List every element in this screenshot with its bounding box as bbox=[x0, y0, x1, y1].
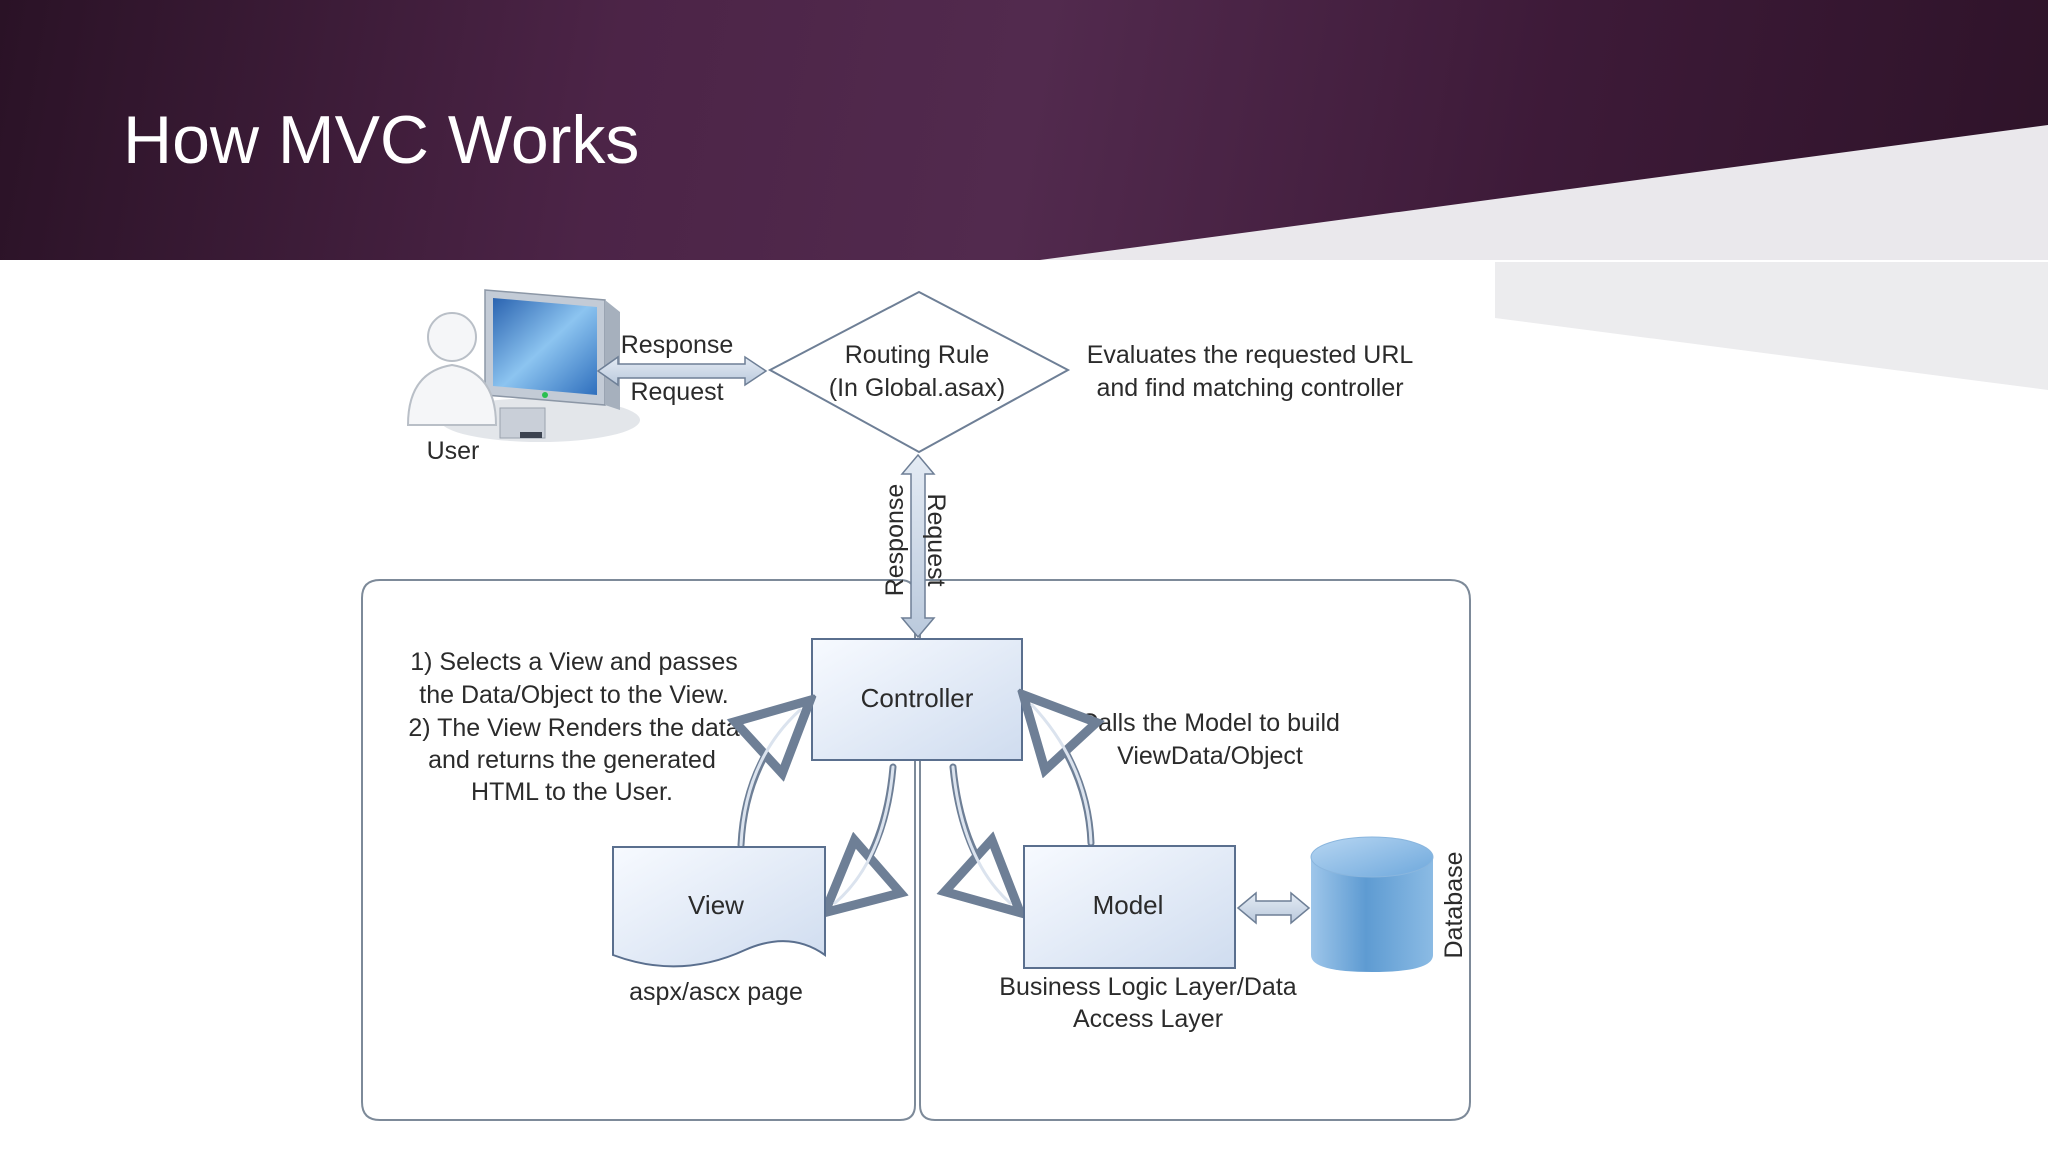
decorative-wedge bbox=[1495, 262, 2048, 390]
note-line-3: 2) The View Renders the data bbox=[408, 714, 739, 742]
view-document bbox=[612, 846, 826, 968]
controller-label: Controller bbox=[861, 683, 974, 713]
routing-rule-label: Routing Rule bbox=[845, 341, 990, 369]
model-note-line-2: ViewData/Object bbox=[1117, 742, 1303, 770]
view-label: View bbox=[688, 890, 744, 920]
user-arrow-request-label: Request bbox=[630, 378, 723, 406]
slide-header: How MVC Works bbox=[0, 0, 2048, 260]
note-line-4: and returns the generated bbox=[428, 746, 716, 774]
note-line-1: 1) Selects a View and passes bbox=[410, 648, 738, 676]
model-database-arrow bbox=[1236, 891, 1311, 925]
model-box bbox=[1023, 845, 1236, 969]
controller-to-view-arrow bbox=[830, 763, 893, 908]
routing-rule-sublabel: (In Global.asax) bbox=[829, 374, 1005, 402]
right-panel bbox=[919, 579, 1471, 1121]
slide-title: How MVC Works bbox=[123, 102, 640, 178]
user-label: User bbox=[427, 437, 480, 465]
database-icon bbox=[1310, 836, 1434, 972]
model-caption-line2: Access Layer bbox=[1073, 1005, 1223, 1033]
database-label: Database bbox=[1440, 851, 1468, 958]
user-routing-arrow bbox=[596, 355, 768, 387]
vertical-response-label: Response bbox=[881, 484, 909, 597]
routing-note-line1: Evaluates the requested URL bbox=[1087, 341, 1414, 369]
routing-note-line2: and find matching controller bbox=[1096, 374, 1403, 402]
controller-box bbox=[811, 638, 1023, 761]
controller-to-model-arrow bbox=[953, 763, 1015, 908]
decorative-header-wedge bbox=[1040, 125, 2048, 260]
view-to-controller-arrow bbox=[741, 705, 805, 849]
note-line-5: HTML to the User. bbox=[471, 778, 673, 806]
user-arrow-response-label: Response bbox=[621, 331, 734, 359]
model-note-line-1: Calls the Model to build bbox=[1080, 709, 1340, 737]
vertical-request-label: Request bbox=[922, 493, 950, 586]
view-caption: aspx/ascx page bbox=[629, 978, 803, 1006]
routing-rule-diamond bbox=[767, 290, 1071, 454]
note-line-2: the Data/Object to the View. bbox=[419, 681, 728, 709]
model-caption-line1: Business Logic Layer/Data bbox=[999, 973, 1296, 1001]
controller-view-note: 1) Selects a View and passes the Data/Ob… bbox=[408, 648, 739, 806]
model-label: Model bbox=[1093, 890, 1164, 920]
routing-controller-arrow bbox=[900, 453, 936, 639]
